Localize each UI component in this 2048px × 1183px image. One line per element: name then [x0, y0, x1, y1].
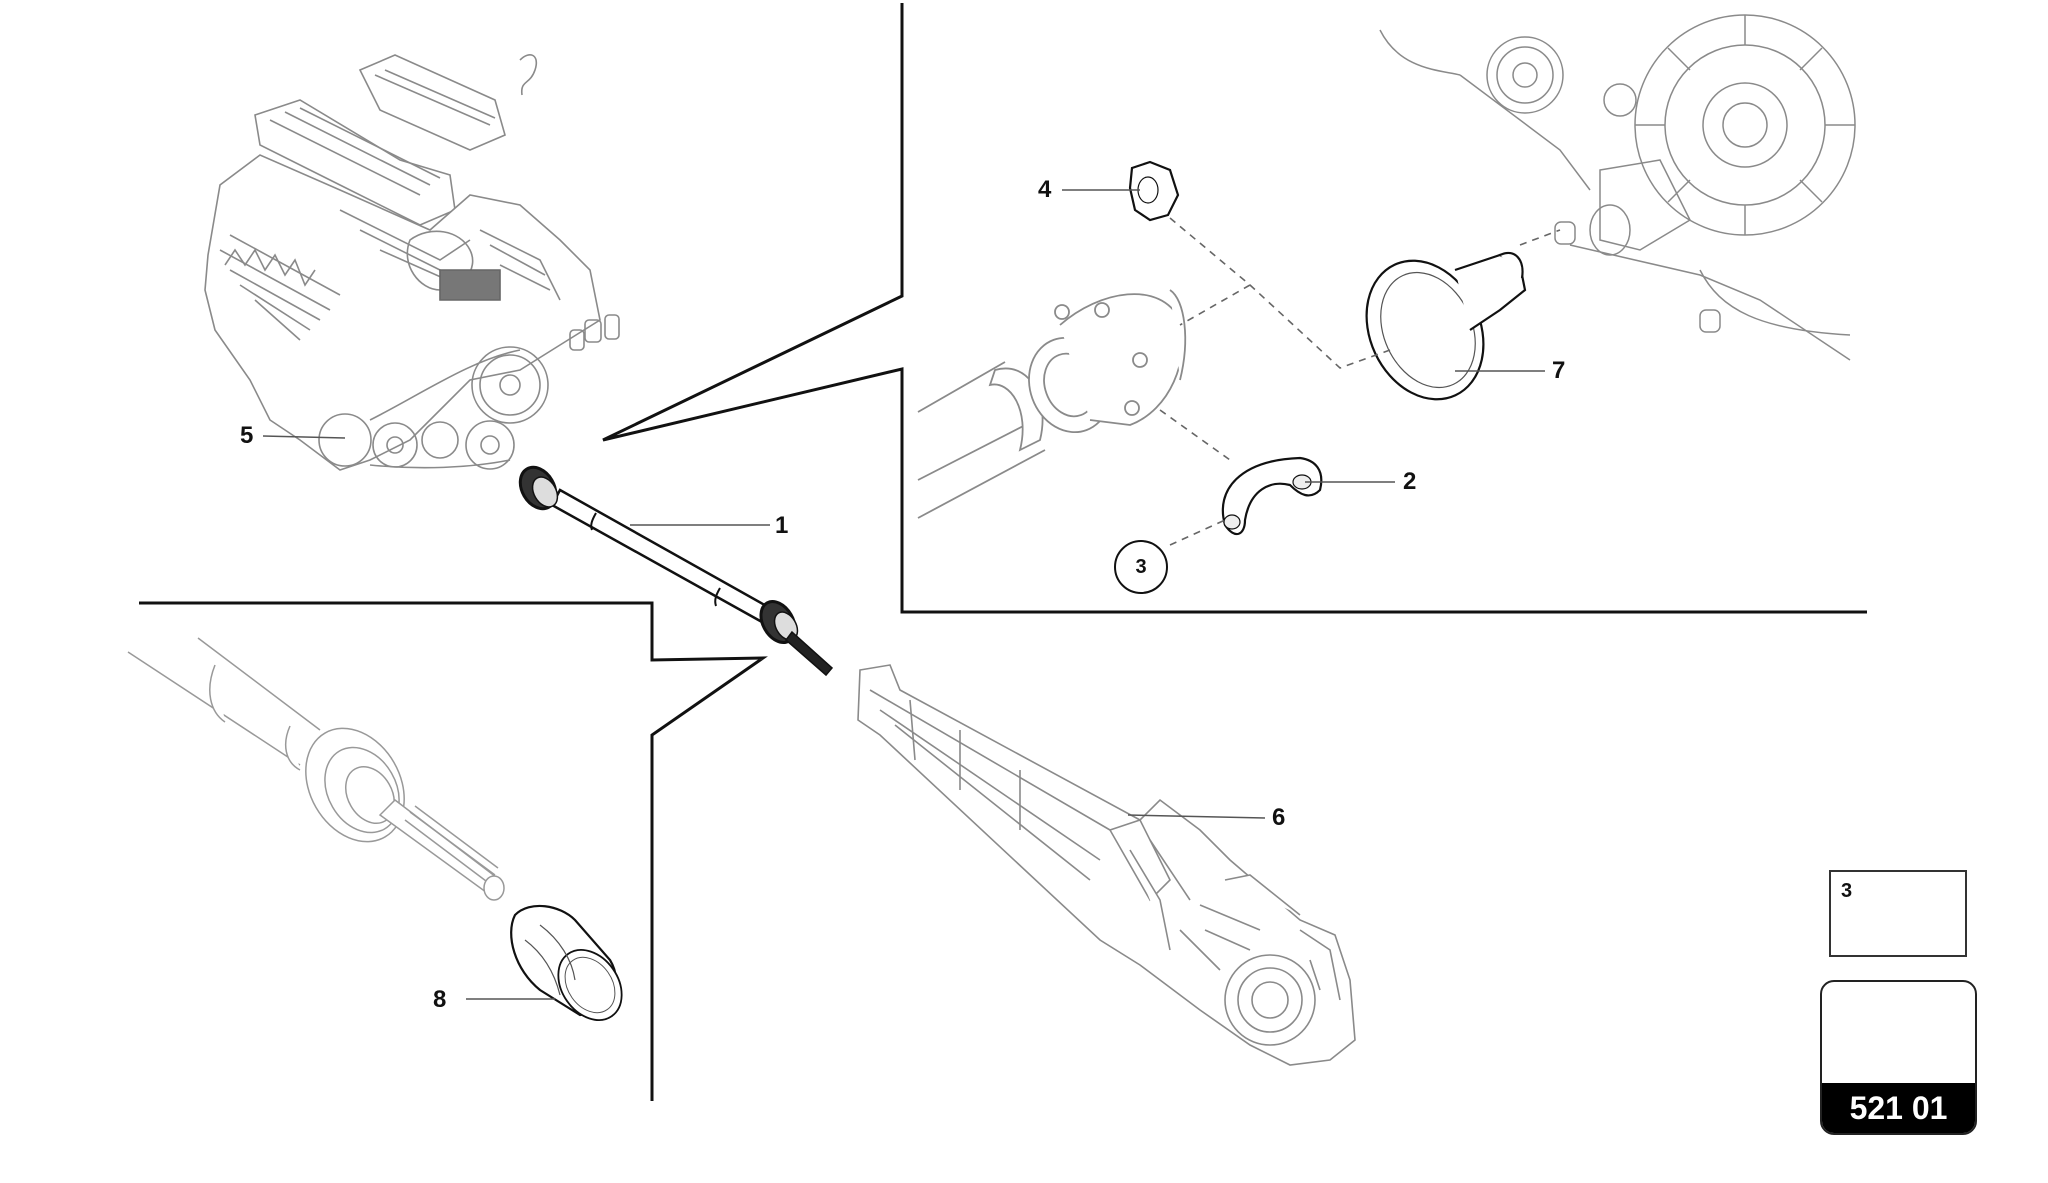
- engine-drawing: [204, 54, 620, 471]
- transaxle-drawing: [857, 664, 1356, 1066]
- reference-navigation-button[interactable]: 521 01: [1820, 980, 1977, 1135]
- flange-drawing: [917, 289, 1187, 519]
- callout-4[interactable]: 4: [1038, 176, 1052, 203]
- boot-drawing: [1365, 252, 1527, 401]
- callout-3-label: 3: [1135, 555, 1147, 578]
- assembly-dashed-lines: [1159, 217, 1561, 546]
- gaiter-boot-drawing: [510, 904, 623, 1021]
- lower-inset-frame: [139, 601, 768, 1101]
- leader-line-6: [1127, 814, 1266, 819]
- nut-drawing: [1128, 160, 1180, 222]
- callout-5[interactable]: 5: [240, 422, 254, 449]
- retaining-plate-drawing: [1221, 456, 1323, 536]
- callout-2[interactable]: 2: [1403, 468, 1417, 495]
- callout-8[interactable]: 8: [433, 986, 447, 1013]
- legend-item-number: 3: [1841, 880, 1853, 902]
- callout-7[interactable]: 7: [1552, 357, 1566, 384]
- drive-shaft-drawing: [518, 465, 834, 677]
- legend-item-3-box: 3: [1829, 870, 1967, 957]
- callout-6[interactable]: 6: [1272, 804, 1286, 831]
- upper-inset-frame: [602, 3, 1867, 614]
- callout-3-circled[interactable]: 3: [1114, 540, 1168, 594]
- shaft-end-drawing: [127, 637, 505, 901]
- leader-line-5: [262, 435, 346, 439]
- reference-code: 521 01: [1822, 1083, 1975, 1133]
- clutch-drawing: [1379, 14, 1856, 361]
- callout-1[interactable]: 1: [775, 512, 789, 539]
